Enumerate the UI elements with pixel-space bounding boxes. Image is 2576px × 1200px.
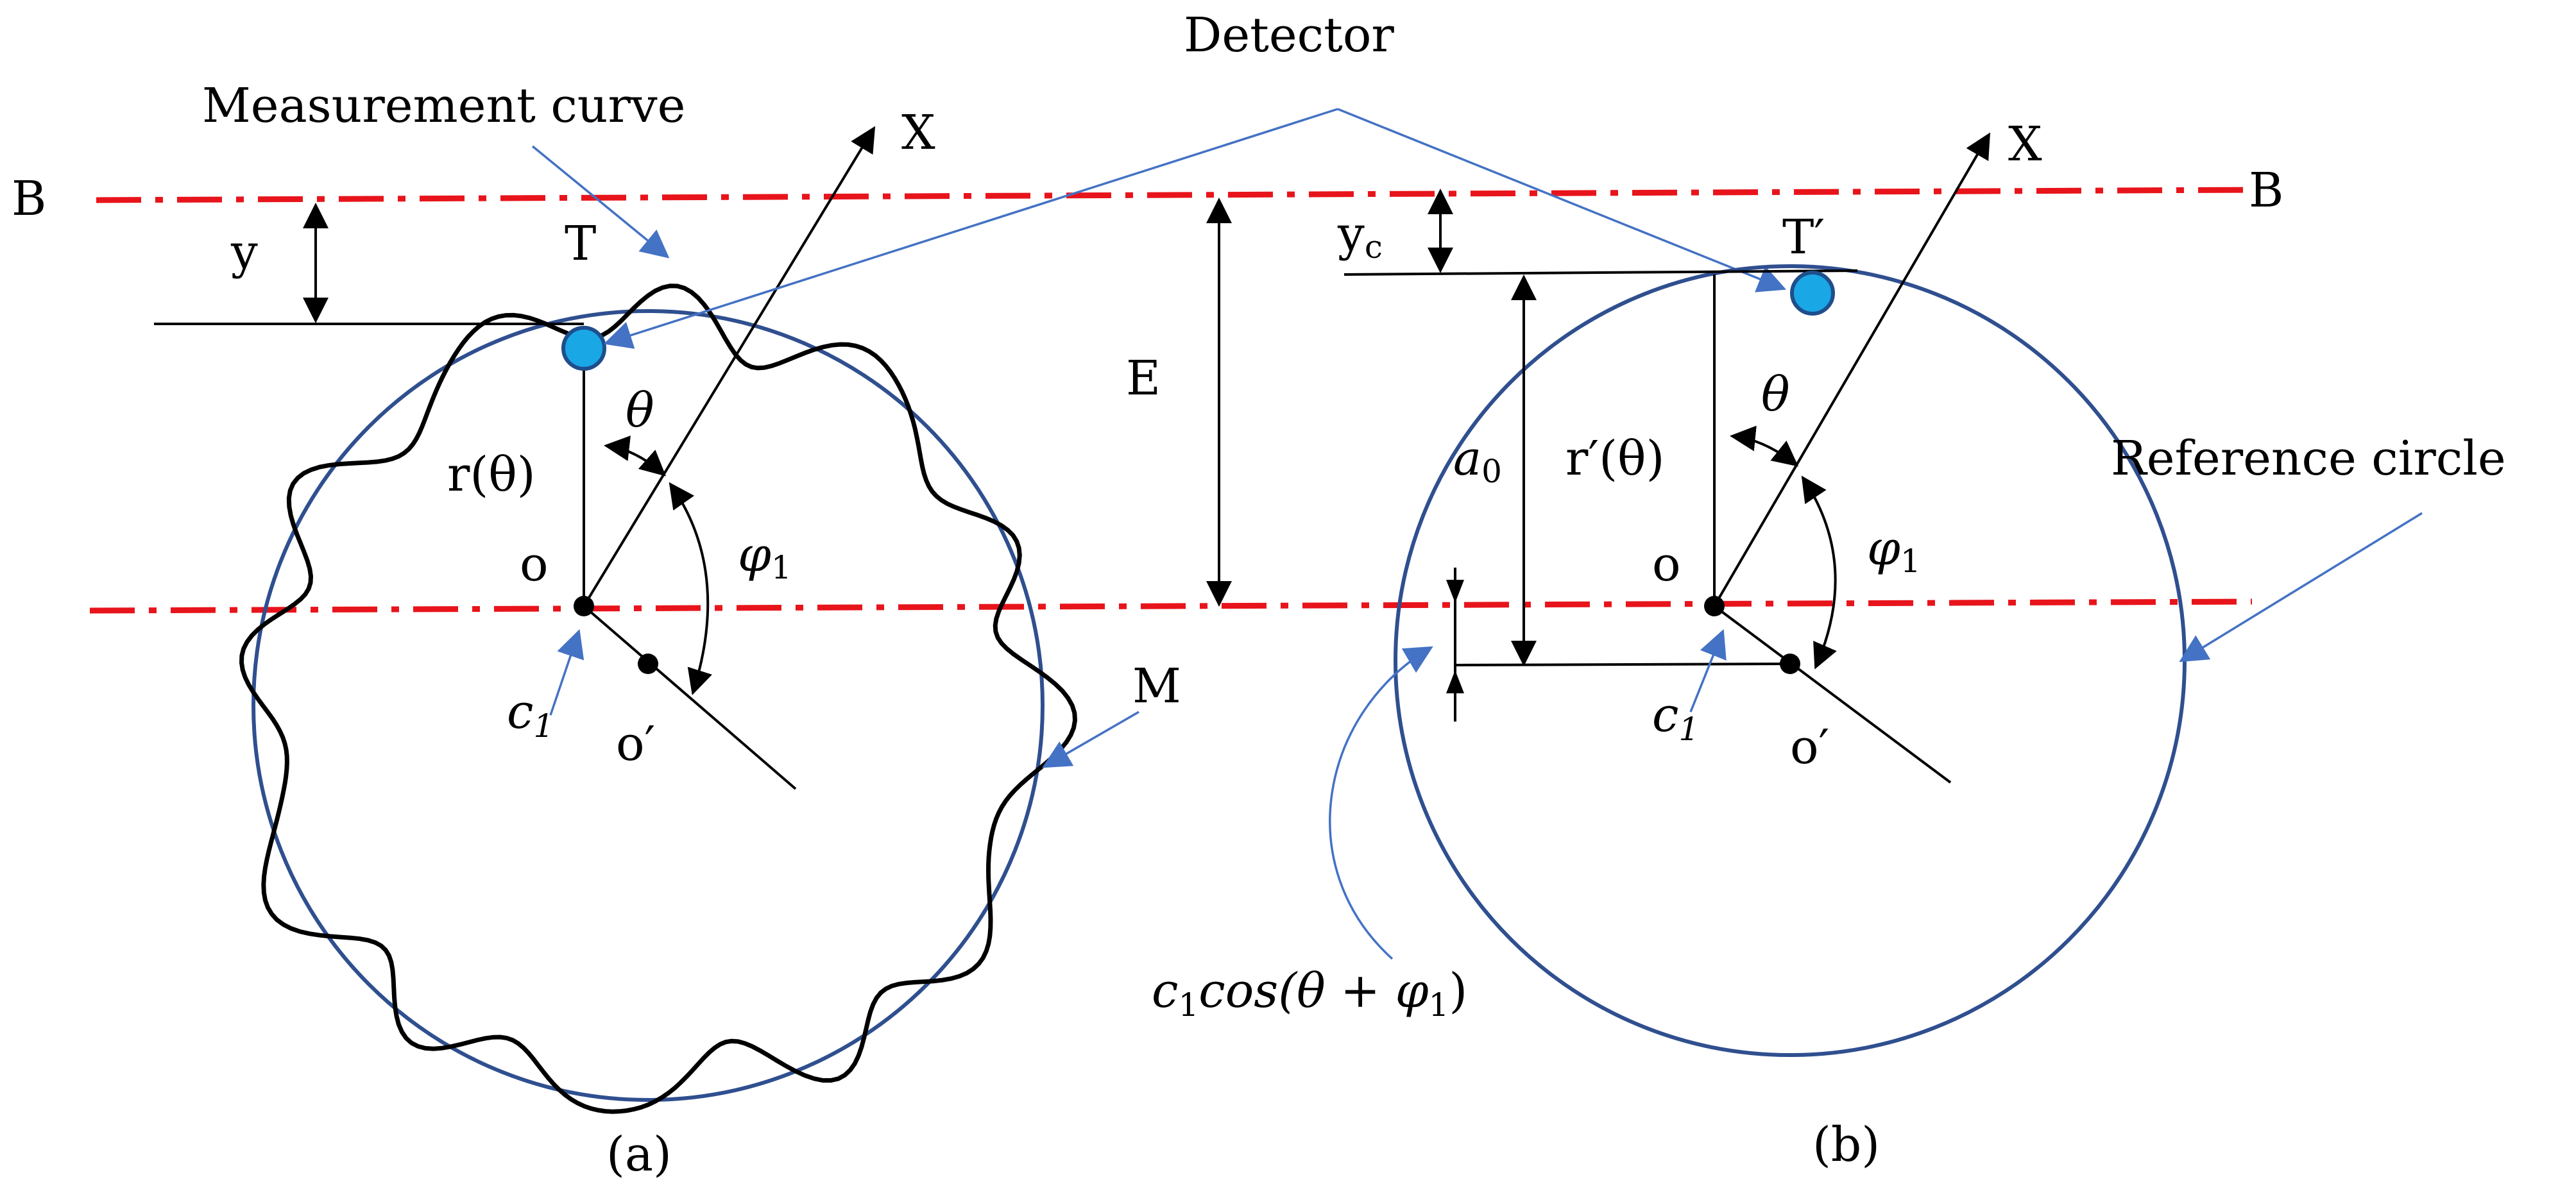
formula-pointer — [1329, 646, 1433, 960]
formula-close: ) — [1449, 963, 1467, 1018]
center-line — [89, 598, 2253, 614]
label-t: T — [565, 216, 596, 271]
formula-phi-sub: 1 — [1429, 986, 1449, 1024]
phi-a-sub: 1 — [771, 549, 792, 586]
detector-line-b — [1337, 108, 1787, 292]
m-pointer — [1042, 711, 1139, 768]
label-e: E — [1126, 351, 1161, 406]
detector-ball-a — [561, 326, 606, 371]
c1-b-sub: 1 — [1678, 711, 1699, 748]
label-m: M — [1132, 659, 1181, 714]
label-x-a: X — [901, 105, 935, 160]
offset-arrow-heads — [1446, 580, 1464, 693]
label-formula: c1cos(θ + φ1) — [1152, 963, 1467, 1024]
c1-pointer-a — [549, 629, 584, 716]
measurement-curve-path — [239, 283, 1078, 1114]
reference-circle-pointer — [2179, 512, 2423, 663]
label-y: y — [230, 224, 258, 280]
label-theta-b: θ — [1761, 367, 1790, 422]
label-r-theta: r(θ) — [447, 447, 536, 502]
label-theta-a: θ — [626, 383, 654, 438]
c1-b-main: c — [1652, 688, 1678, 743]
formula-c: c — [1152, 963, 1178, 1018]
label-o-a: o — [520, 537, 549, 592]
phi-arc-a — [669, 482, 712, 695]
label-r-prime-theta: r′(θ) — [1565, 431, 1664, 486]
label-o-prime-b: o′ — [1790, 720, 1829, 775]
detector-line-a — [603, 108, 1338, 349]
label-yc: yc — [1337, 207, 1383, 266]
x-axis-a — [583, 126, 876, 607]
a0-main: a — [1453, 431, 1481, 486]
theta-arc-a — [604, 435, 666, 477]
label-reference-circle: Reference circle — [2111, 431, 2506, 486]
c1-a-sub: 1 — [533, 707, 554, 745]
yc-main: y — [1337, 207, 1365, 262]
formula-c-sub: 1 — [1178, 986, 1198, 1024]
phi-arc-b — [1801, 475, 1837, 670]
point-o-prime-a — [638, 654, 658, 674]
label-b-left: B — [12, 171, 46, 226]
yc-sub: c — [1365, 228, 1383, 266]
c1-a-main: c — [507, 684, 533, 739]
phi-a-main: φ — [738, 527, 771, 582]
measurement-curve-pointer — [531, 145, 670, 258]
label-measurement-curve: Measurement curve — [202, 78, 685, 133]
circle-a — [252, 309, 1045, 1102]
o-prime-level-line — [1454, 663, 1791, 666]
label-o-prime-a: o′ — [616, 716, 655, 772]
label-x-b: X — [2008, 117, 2042, 172]
label-phi-b: φ1 — [1867, 521, 1921, 580]
detector-ball-b — [1790, 271, 1835, 316]
label-detector: Detector — [1184, 8, 1394, 63]
label-phi-a: φ1 — [738, 527, 792, 586]
a0-sub: 0 — [1481, 453, 1502, 490]
label-t-prime: T′ — [1782, 210, 1825, 265]
label-b-right: B — [2249, 163, 2283, 218]
point-o-prime-b — [1780, 654, 1800, 674]
offset-line-b — [1713, 605, 1952, 784]
point-o-b — [1704, 596, 1725, 616]
caption-b: (b) — [1813, 1117, 1880, 1172]
c1-pointer-b — [1689, 629, 1727, 713]
theta-arc-b — [1730, 425, 1799, 467]
phi-b-sub: 1 — [1900, 543, 1921, 580]
caption-a: (a) — [606, 1127, 672, 1182]
label-c1-a: c1 — [507, 684, 554, 745]
baseline-b — [96, 187, 2253, 203]
label-o-b: o — [1652, 537, 1681, 592]
label-c1-b: c1 — [1652, 688, 1699, 748]
formula-rest: cos(θ + φ — [1198, 963, 1428, 1018]
tangent-line-b — [1343, 269, 1858, 276]
x-axis-b — [1713, 132, 1991, 607]
label-a0: a0 — [1453, 431, 1502, 490]
phi-b-main: φ — [1867, 521, 1900, 576]
offset-line-a — [583, 605, 797, 790]
point-o-a — [574, 596, 594, 616]
